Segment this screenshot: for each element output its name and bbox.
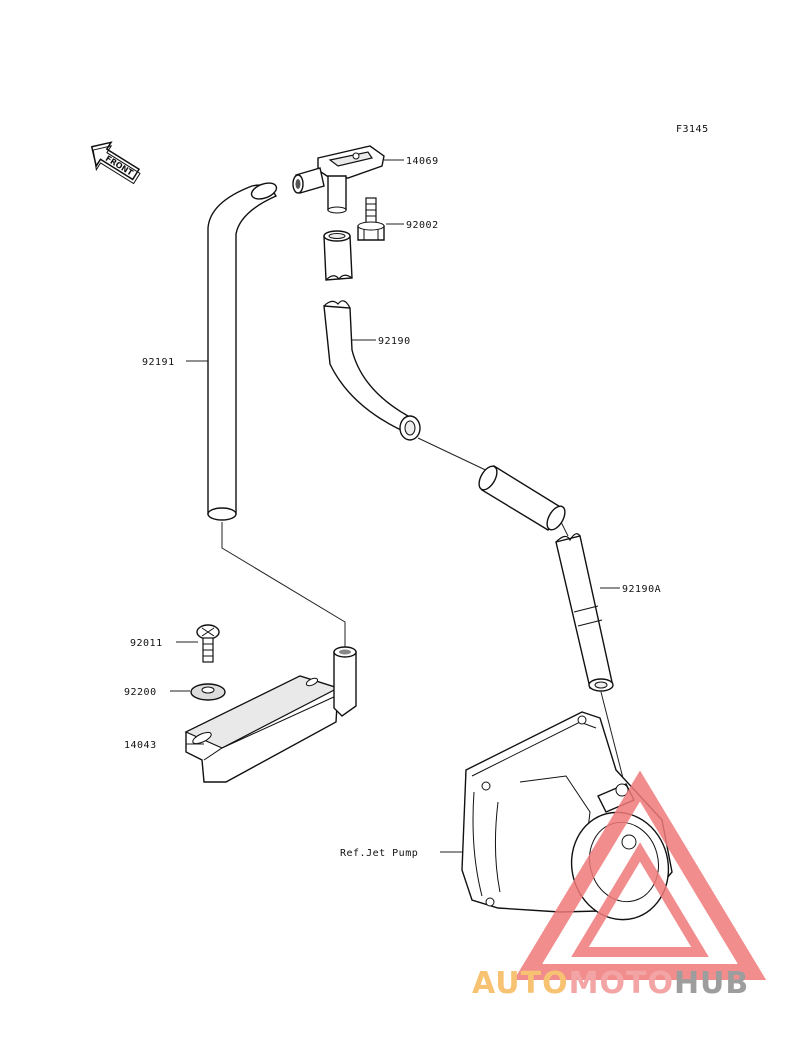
- part-label-92200: 92200: [124, 687, 157, 698]
- part-label-92191: 92191: [142, 357, 175, 368]
- figure-code: F3145: [676, 124, 709, 135]
- watermark-text: AUTOMOTOHUB: [472, 966, 749, 1001]
- part-label-92190A: 92190A: [622, 584, 661, 595]
- part-label-92011: 92011: [130, 638, 163, 649]
- reference-label: Ref.Jet Pump: [340, 848, 418, 859]
- screw-92011: [196, 624, 220, 663]
- housing-14043: [184, 646, 357, 783]
- front-arrow-icon: FRONT: [90, 141, 141, 185]
- fitting-14069: [292, 145, 385, 214]
- hose-92190A: [555, 533, 614, 692]
- short-hose: [323, 230, 353, 281]
- hose-92190: [323, 300, 421, 441]
- part-label-92190: 92190: [378, 336, 411, 347]
- hose-92191: [207, 182, 278, 521]
- part-label-14043: 14043: [124, 740, 157, 751]
- watermark-auto: AUTO: [472, 966, 569, 1001]
- watermark-moto: MOTO: [569, 966, 674, 1001]
- watermark-logo: AUTOMOTOHUB: [472, 770, 767, 1001]
- watermark-hub: HUB: [674, 966, 749, 1001]
- hose-piece: [478, 465, 566, 531]
- part-label-14069: 14069: [406, 156, 439, 167]
- bolt-92002: [357, 197, 385, 241]
- part-label-92002: 92002: [406, 220, 439, 231]
- jet-pump: [461, 711, 673, 921]
- washer-92200: [190, 683, 226, 701]
